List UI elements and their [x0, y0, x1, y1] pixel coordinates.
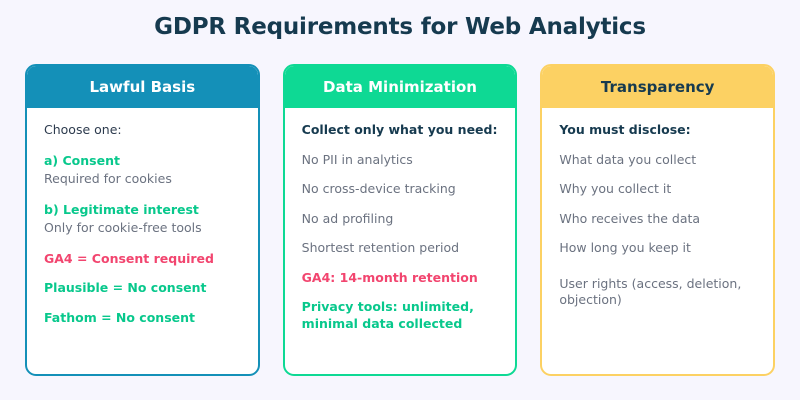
- list-item: No PII in analytics: [301, 151, 413, 167]
- card-spacer: [44, 339, 241, 364]
- list-item: Who receives the data: [559, 210, 701, 226]
- list-item: You must disclose:: [559, 122, 691, 137]
- list-item: Collect only what you need:: [301, 122, 498, 137]
- card-header-transparency: Transparency: [542, 66, 774, 108]
- list-item: Why you collect it: [559, 181, 672, 196]
- list-item: GA4: 14-month retention: [301, 269, 478, 285]
- list-item: Required for cookies: [44, 171, 172, 186]
- list-item: Shortest retention period: [301, 240, 460, 255]
- card-spacer: [302, 345, 499, 364]
- card-data-minimization: Data Minimization Collect only what you …: [282, 64, 518, 376]
- card-body-lawful-basis: Choose one: a) Consent Required for cook…: [27, 108, 258, 374]
- card-header-lawful-basis: Lawful Basis: [27, 66, 258, 108]
- list-item: Only for cookie-free tools: [44, 220, 202, 235]
- list-item: a) Consent: [44, 152, 120, 168]
- card-group: Lawful Basis Choose one: a) Consent Requ…: [25, 64, 776, 376]
- list-item: What data you collect: [559, 151, 697, 167]
- card-lawful-basis: Lawful Basis Choose one: a) Consent Requ…: [25, 64, 260, 376]
- card-body-data-minimization: Collect only what you need: No PII in an…: [285, 108, 516, 374]
- list-item: How long you keep it: [559, 240, 691, 255]
- list-item: User rights (access, deletion, objection…: [559, 275, 742, 308]
- card-transparency: Transparency You must disclose: What dat…: [540, 64, 776, 376]
- card-header-data-minimization: Data Minimization: [284, 66, 516, 108]
- card-body-transparency: You must disclose: What data you collect…: [542, 108, 773, 374]
- list-item: Plausible = No consent: [44, 280, 207, 295]
- list-item: Fathom = No consent: [44, 309, 195, 325]
- list-item: Privacy tools: unlimited, minimal data c…: [301, 299, 474, 331]
- list-item: No cross-device tracking: [301, 181, 456, 196]
- list-item: Choose one:: [44, 122, 122, 137]
- list-item: No ad profiling: [301, 210, 394, 226]
- list-item: b) Legitimate interest: [44, 201, 199, 217]
- card-spacer: [559, 322, 756, 365]
- list-item: GA4 = Consent required: [44, 250, 214, 266]
- page-title: GDPR Requirements for Web Analytics: [154, 14, 646, 40]
